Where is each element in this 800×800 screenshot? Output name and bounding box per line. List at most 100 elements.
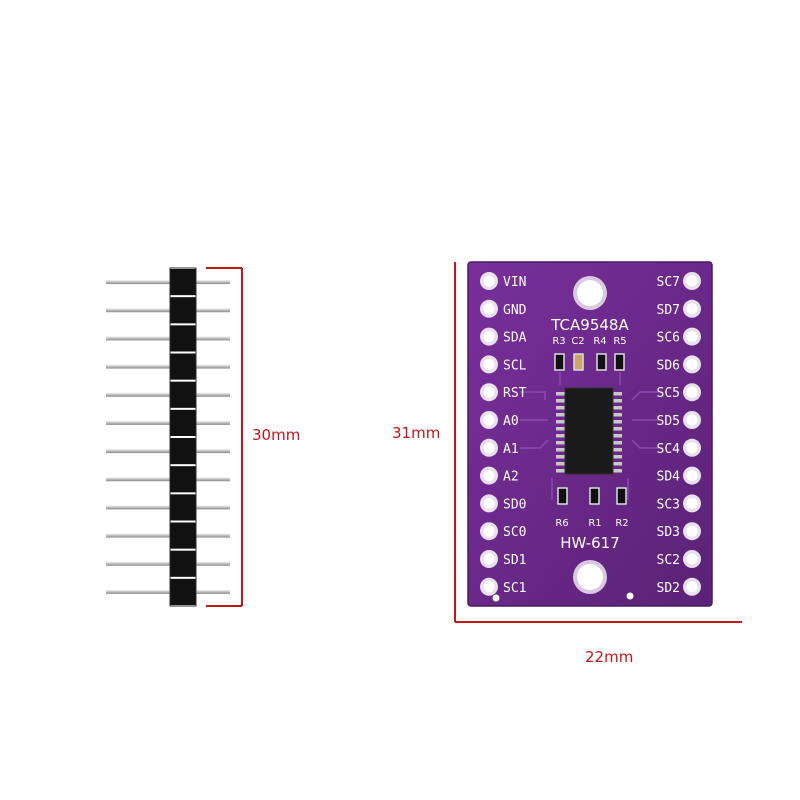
resistor-r3 [554,353,565,371]
chip-label: TCA9548A [550,316,629,334]
pin-pad-hole [686,525,698,537]
board-width-label: 22mm [585,648,633,666]
header-dimension: 30mm [206,267,300,607]
chip-leg [613,441,622,445]
chip-leg [556,406,565,410]
pin-pad-hole [686,497,698,509]
smd-components [554,353,627,505]
pin-label: GND [503,303,527,318]
pin-pad-hole [483,331,495,343]
chip-leg [613,399,622,403]
pin-label: SC0 [503,525,526,540]
pin-pad-hole [483,303,495,315]
pin-label: SCL [503,358,527,373]
pin-pad-hole [686,553,698,565]
pin-label: A1 [503,442,519,457]
pin-label: SD4 [657,470,681,485]
pin-label: SC3 [657,497,680,512]
chip-leg [556,413,565,417]
chip-leg [613,420,622,424]
component-label: R2 [615,518,628,529]
pin-label: SC7 [657,275,680,290]
pin-pad-hole [686,414,698,426]
chip-leg [613,448,622,452]
capacitor-c2 [573,353,584,371]
header-pin [106,589,230,594]
header-plastic-segment [170,353,196,380]
pin-label: SD5 [657,414,680,429]
chip-leg [556,448,565,452]
chip-leg [556,427,565,431]
mounting-hole-bottom [577,564,603,590]
header-pin [106,392,230,397]
pin-label: SC6 [657,331,680,346]
pin-pad-hole [686,358,698,370]
header-pin [106,449,230,454]
pin-pad-hole [686,275,698,287]
header-pin [106,308,230,313]
model-label: HW-617 [560,534,620,552]
header-pin [106,477,230,482]
chip-leg [556,462,565,466]
component-label: R1 [588,518,601,529]
pin-label: SD7 [657,303,680,318]
pin-label: SC5 [657,386,680,401]
pin-label: A2 [503,470,519,485]
chip-leg [556,420,565,424]
header-plastic-segment [170,466,196,493]
pin-pad-hole [483,358,495,370]
pin-pad-hole [686,442,698,454]
chip-leg [556,441,565,445]
header-plastic-segment [170,550,196,577]
pin-label: SC4 [657,442,681,457]
chip-leg [613,469,622,473]
header-plastic-segment [170,297,196,324]
pin-pad-hole [483,442,495,454]
pin-pad-hole [686,386,698,398]
header-plastic-segment [170,494,196,521]
chip-body [564,387,614,475]
via-bottom-right [626,592,634,600]
pin-label: SD3 [657,525,680,540]
header-pin [106,336,230,341]
chip-leg [613,413,622,417]
ic-chip [556,387,622,475]
pin-label: SDA [503,331,527,346]
chip-leg [556,392,565,396]
header-plastic-segment [170,325,196,352]
chip-leg [556,469,565,473]
via-bottom-left [492,594,500,602]
pin-pad-hole [686,331,698,343]
board-height-label: 31mm [392,424,440,442]
chip-leg [556,455,565,459]
header-plastic-segment [170,522,196,549]
resistor-r6 [557,487,568,505]
chip-leg [613,392,622,396]
resistor-r5 [614,353,625,371]
chip-leg [613,462,622,466]
pin-label: A0 [503,414,519,429]
chip-leg [613,455,622,459]
header-pin [106,420,230,425]
pcb-traces [520,372,660,500]
pin-label: SD6 [657,358,680,373]
pin-pad-hole [686,581,698,593]
header-plastic-segment [170,578,196,605]
pin-label: RST [503,386,527,401]
header-outline [169,267,197,607]
header-pin [106,505,230,510]
header-pin [106,533,230,538]
pin-pad-hole [483,386,495,398]
pin-label: SC2 [657,553,680,568]
mounting-hole-top [577,280,603,306]
header-plastic-segment [170,438,196,465]
chip-leg [613,434,622,438]
resistor-r4 [596,353,607,371]
pin-pad-hole [686,303,698,315]
